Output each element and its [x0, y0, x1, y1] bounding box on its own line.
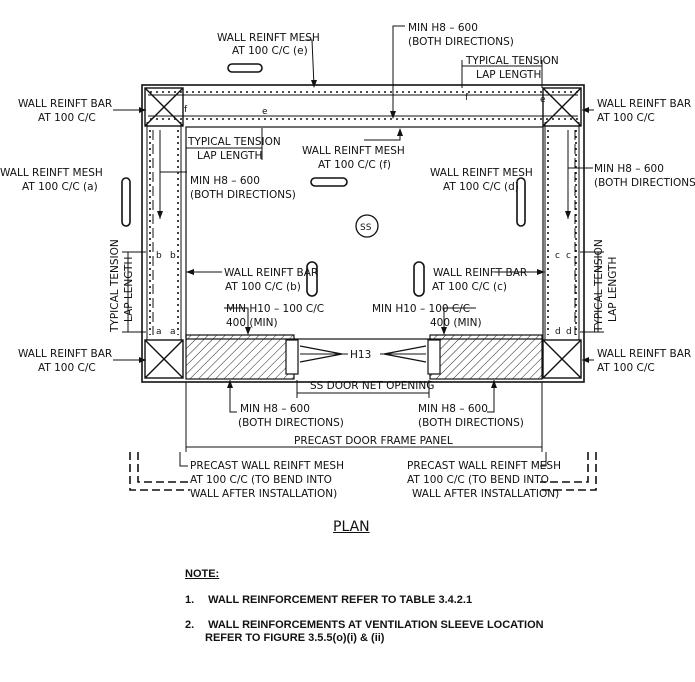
- letter-f-top: f: [465, 93, 469, 103]
- label-bar-tr-1: WALL REINFT BAR: [597, 98, 691, 110]
- label-h13: H13: [350, 349, 371, 361]
- label-bar-b-1: WALL REINFT BAR: [224, 267, 318, 279]
- label-mesh-a-1: WALL REINFT MESH: [0, 167, 103, 179]
- letter-b2: b: [170, 251, 176, 261]
- label-precast-left-3: WALL AFTER INSTALLATION): [190, 488, 337, 500]
- note-text: REFER TO FIGURE 3.5.5(o)(i) & (ii): [205, 632, 385, 644]
- wall-bar-lines: [146, 94, 580, 340]
- label-bar-br-1: WALL REINFT BAR: [597, 348, 691, 360]
- label-min-h8-left-1: MIN H8 – 600: [190, 175, 260, 187]
- letter-d1: d: [555, 327, 561, 337]
- label-precast-right-3: WALL AFTER INSTALLATION): [412, 488, 559, 500]
- label-min-h8-right-2: (BOTH DIRECTIONS): [594, 177, 695, 189]
- note-text: WALL REINFORCEMENT REFER TO TABLE 3.4.2.…: [208, 594, 473, 606]
- letter-e-top: e: [262, 107, 268, 117]
- label-tension-top-2: LAP LENGTH: [476, 69, 541, 81]
- label-mesh-f-2: AT 100 C/C (f): [318, 159, 391, 171]
- letter-f-left: f: [184, 105, 188, 115]
- ss-label: SS: [360, 223, 372, 233]
- precast-frames: [185, 334, 543, 380]
- letter-c1: c: [555, 251, 560, 261]
- note-item-1: 1. WALL REINFORCEMENT REFER TO TABLE 3.4…: [185, 594, 472, 606]
- label-mesh-d-1: WALL REINFT MESH: [430, 167, 533, 179]
- outer-wall: [141, 84, 585, 383]
- label-bar-tr-2: AT 100 C/C: [597, 112, 655, 124]
- letter-c2: c: [566, 251, 571, 261]
- label-mesh-e-1: WALL REINFT MESH: [217, 32, 320, 44]
- letter-a2: a: [170, 327, 176, 337]
- label-min-h8-bl-2: (BOTH DIRECTIONS): [238, 417, 344, 429]
- label-precast-right-1: PRECAST WALL REINFT MESH: [407, 460, 561, 472]
- note-text: WALL REINFORCEMENTS AT VENTILATION SLEEV…: [208, 619, 544, 631]
- label-bar-bl-2: AT 100 C/C: [38, 362, 96, 374]
- label-min-h8-bl-1: MIN H8 – 600: [240, 403, 310, 415]
- label-tension-inner-1: TYPICAL TENSION: [187, 136, 281, 148]
- label-precast-right-2: AT 100 C/C (TO BEND INTO: [407, 474, 549, 486]
- label-tension-left-2: LAP LENGTH: [123, 257, 135, 322]
- label-bar-bl-1: WALL REINFT BAR: [18, 348, 112, 360]
- label-bar-c-1: WALL REINFT BAR: [433, 267, 527, 279]
- label-mesh-f-1: WALL REINFT MESH: [302, 145, 405, 157]
- precast-mesh-bends: [129, 452, 597, 491]
- label-bar-c-2: AT 100 C/C (c): [432, 281, 507, 293]
- label-min-h8-br-2: (BOTH DIRECTIONS): [418, 417, 524, 429]
- rebar-lines: [149, 91, 578, 335]
- note-number: 2.: [185, 619, 195, 631]
- label-bar-br-2: AT 100 C/C: [597, 362, 655, 374]
- plan-title: PLAN: [333, 519, 370, 535]
- bar-letters: e f e f b b c c a a d d: [156, 93, 572, 337]
- label-min-h10-right-1: MIN H10 – 100 C/C: [372, 303, 470, 315]
- label-min-h10-right-2: 400 (MIN): [430, 317, 482, 329]
- label-min-h10-left-2: 400 (MIN): [226, 317, 278, 329]
- label-tension-left-1: TYPICAL TENSION: [109, 239, 121, 333]
- label-tension-right-1: TYPICAL TENSION: [593, 239, 605, 333]
- label-min-h8-br-1: MIN H8 – 600: [418, 403, 488, 415]
- label-mesh-d-2: AT 100 C/C (d): [443, 181, 519, 193]
- label-min-h10-left-1: MIN H10 – 100 C/C: [226, 303, 324, 315]
- letter-b1: b: [156, 251, 162, 261]
- letter-e-right: e: [540, 95, 546, 105]
- label-bar-tl-1: WALL REINFT BAR: [18, 98, 112, 110]
- label-min-h8-top-1: MIN H8 – 600: [408, 22, 478, 34]
- label-precast-door: PRECAST DOOR FRAME PANEL: [294, 435, 453, 447]
- label-tension-right-2: LAP LENGTH: [607, 257, 619, 322]
- note-item-2-cont: REFER TO FIGURE 3.5.5(o)(i) & (ii): [205, 632, 384, 644]
- label-tension-inner-2: LAP LENGTH: [197, 150, 262, 162]
- label-tension-top-1: TYPICAL TENSION: [465, 55, 559, 67]
- label-min-h8-left-2: (BOTH DIRECTIONS): [190, 189, 296, 201]
- label-precast-left-1: PRECAST WALL REINFT MESH: [190, 460, 344, 472]
- letter-d2: d: [566, 327, 572, 337]
- note-number: 1.: [185, 594, 195, 606]
- note-item-2: 2. WALL REINFORCEMENTS AT VENTILATION SL…: [185, 619, 544, 631]
- inner-wall: [185, 126, 544, 340]
- label-min-h8-top-2: (BOTH DIRECTIONS): [408, 36, 514, 48]
- label-ss-door: SS DOOR NET OPENING: [310, 380, 434, 392]
- label-mesh-e-2: AT 100 C/C (e): [232, 45, 308, 57]
- ss-symbol: [355, 214, 379, 238]
- label-precast-left-2: AT 100 C/C (TO BEND INTO: [190, 474, 332, 486]
- label-mesh-a-2: AT 100 C/C (a): [22, 181, 98, 193]
- letter-a1: a: [156, 327, 162, 337]
- label-bar-b-2: AT 100 C/C (b): [225, 281, 301, 293]
- label-min-h8-right-1: MIN H8 – 600: [594, 163, 664, 175]
- notes-title: NOTE:: [185, 568, 220, 580]
- leader-lines: [113, 25, 604, 467]
- arrowheads: [139, 80, 589, 388]
- label-bar-tl-2: AT 100 C/C: [38, 112, 96, 124]
- bar-symbols: [121, 63, 526, 297]
- corner-boxes: [144, 87, 582, 379]
